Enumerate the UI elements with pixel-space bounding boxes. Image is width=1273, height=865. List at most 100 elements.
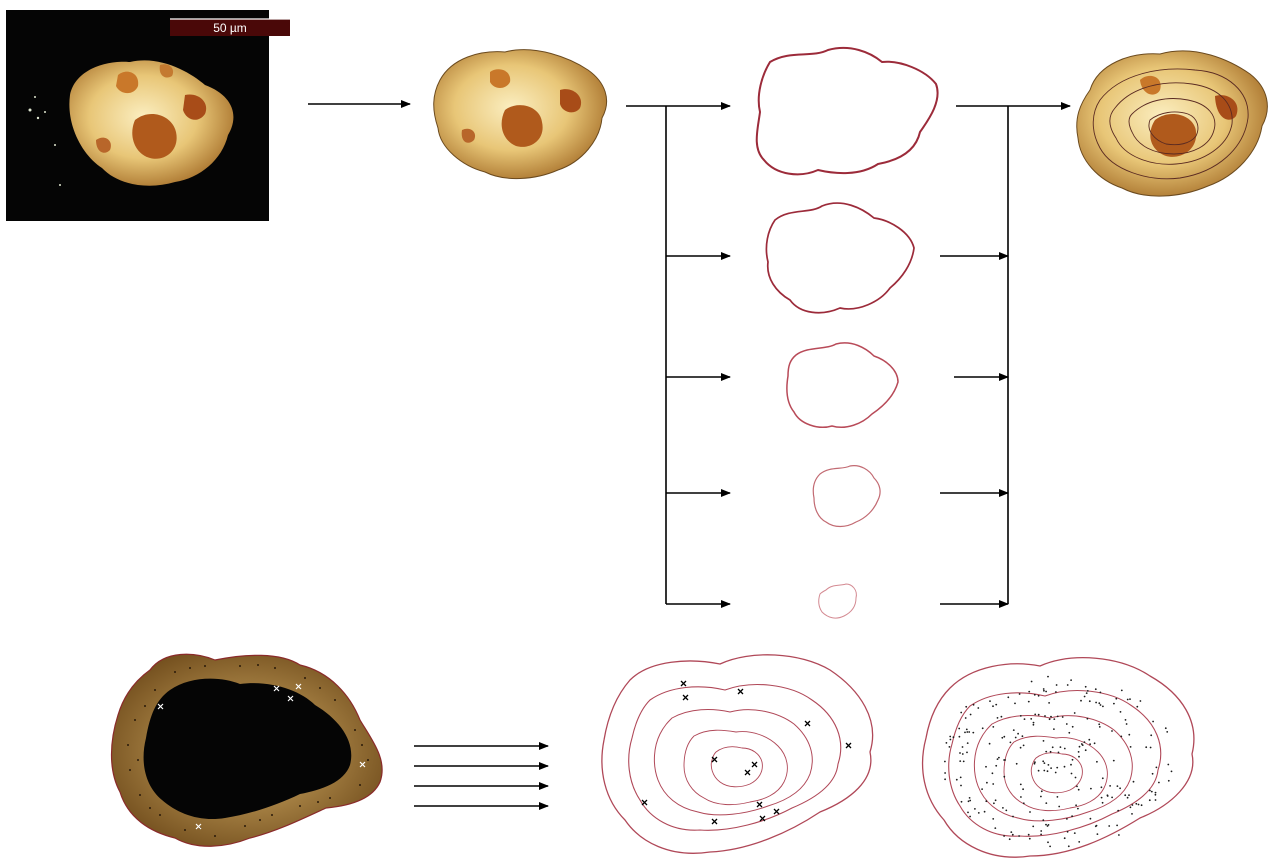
scatter-dot: [1119, 787, 1121, 789]
scatter-dot: [1129, 698, 1131, 700]
scatter-dot: [1090, 788, 1092, 790]
scatter-dot: [1128, 794, 1130, 796]
scatter-dot: [1058, 752, 1060, 754]
scatter-dot: [1047, 841, 1049, 843]
ring-particle: [112, 654, 383, 846]
scatter-dot: [1158, 782, 1160, 784]
scatter-dot: [1128, 734, 1130, 736]
scatter-dot: [1043, 688, 1045, 690]
scatter-dot: [1101, 797, 1103, 799]
scatter-dot: [967, 812, 969, 814]
scatter-dot: [970, 714, 972, 716]
scatter-dot: [1060, 746, 1062, 748]
scatter-dot: [1049, 718, 1051, 720]
scatter-dot: [993, 802, 995, 804]
scatter-dot: [1038, 695, 1040, 697]
scatter-dot: [1064, 748, 1066, 750]
scatter-dot: [1050, 767, 1052, 769]
scatter-dot: [1043, 690, 1045, 692]
scatter-dot: [962, 746, 964, 748]
scatter-dot: [1017, 733, 1019, 735]
scatter-dot: [984, 811, 986, 813]
scatter-dot: [1072, 759, 1074, 761]
scatter-dot: [1029, 811, 1031, 813]
scatter-dot: [982, 727, 984, 729]
scatter-dot: [1020, 796, 1022, 798]
scatter-dot: [1133, 781, 1135, 783]
scatter-dot: [1095, 702, 1097, 704]
scatter-dot: [1020, 747, 1022, 749]
scatter-dot: [1090, 818, 1092, 820]
scatter-dot: [1028, 701, 1030, 703]
scatter-dot: [1072, 726, 1074, 728]
scatter-dot: [1088, 739, 1090, 741]
scatter-dot: [1127, 699, 1129, 701]
scatter-dot: [960, 777, 962, 779]
nested-contours-dense: [923, 658, 1194, 857]
scatter-dot: [1007, 696, 1009, 698]
scatter-dot: [1009, 838, 1011, 840]
scatter-dot: [1045, 751, 1047, 753]
scatter-dot: [1053, 728, 1055, 730]
scatter-dot: [959, 760, 961, 762]
scatter-dot: [985, 766, 987, 768]
scatter-dot: [1056, 767, 1058, 769]
scatter-dot: [1070, 679, 1072, 681]
scatter-dot: [1019, 693, 1021, 695]
scatter-dot: [1014, 703, 1016, 705]
contour-column: [757, 48, 938, 618]
scatter-dot: [1121, 690, 1123, 692]
scatter-dot: [1042, 819, 1044, 821]
scatter-dot: [958, 728, 960, 730]
micrograph-panel: 50 µm: [6, 10, 290, 221]
scatter-dot: [968, 731, 970, 733]
contour-level-3: [787, 343, 898, 427]
scatter-dot: [1064, 766, 1066, 768]
scatter-dot: [1167, 764, 1169, 766]
scatter-dot: [960, 785, 962, 787]
scatter-dot: [1003, 835, 1005, 837]
scatter-dot: [1010, 742, 1012, 744]
scatter-dot: [1131, 813, 1133, 815]
scatter-dot: [1136, 706, 1138, 708]
scatter-dot: [1005, 810, 1007, 812]
scatter-dot: [1047, 676, 1049, 678]
scatter-dot: [1049, 846, 1051, 848]
scatter-dot: [1078, 756, 1080, 758]
scatter-dot: [969, 800, 971, 802]
scatter-dot: [949, 736, 951, 738]
scatter-dot: [1135, 803, 1137, 805]
scatter-dot: [1002, 807, 1004, 809]
contour-level-2: [766, 203, 914, 313]
scatter-dot: [1150, 734, 1152, 736]
scatter-dot: [1033, 724, 1035, 726]
scatter-dot: [1079, 746, 1081, 748]
scatter-dot: [1068, 845, 1070, 847]
scatter-dot: [1098, 702, 1100, 704]
scatter-dot: [1096, 761, 1098, 763]
scatter-dot: [966, 729, 968, 731]
scatter-dot: [981, 788, 983, 790]
scatter-dot: [1095, 688, 1097, 690]
scatter-dot: [1084, 696, 1086, 698]
scatter-dot: [1102, 777, 1104, 779]
scatter-dot: [998, 757, 1000, 759]
scatter-dot: [997, 758, 999, 760]
scatter-dot: [989, 743, 991, 745]
scatter-dot: [1087, 718, 1089, 720]
scatter-dot: [1166, 731, 1168, 733]
scatter-dot: [1140, 700, 1142, 702]
scatter-dot: [1045, 802, 1047, 804]
scatter-dot: [963, 761, 965, 763]
scatter-dot: [1022, 788, 1024, 790]
contour-level-5: [819, 584, 857, 618]
scatter-dot: [1130, 806, 1132, 808]
scatter-dot: [1024, 718, 1026, 720]
scatter-dot: [1116, 825, 1118, 827]
scatter-dot: [1029, 838, 1031, 840]
scatter-dot: [1034, 714, 1036, 716]
scatter-dot: [1078, 751, 1080, 753]
scatter-dot: [1066, 723, 1068, 725]
scatter-dot: [1155, 799, 1157, 801]
